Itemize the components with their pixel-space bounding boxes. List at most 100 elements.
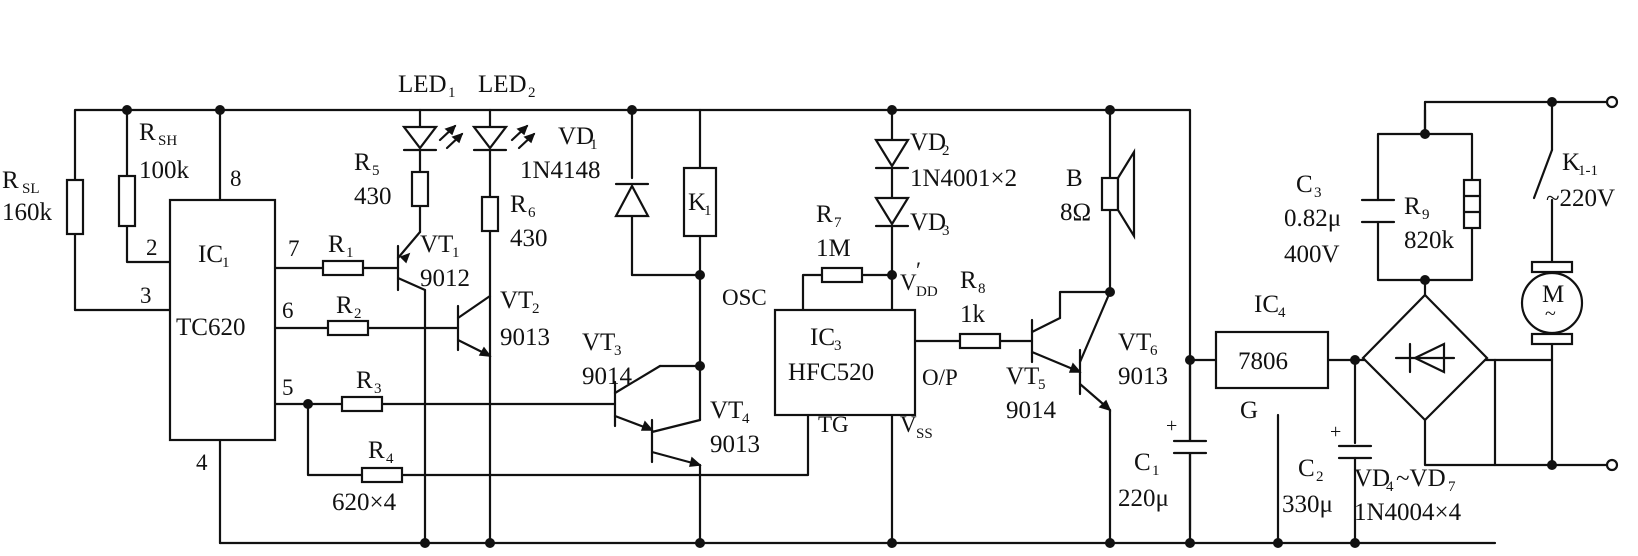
svg-text:HFC520: HFC520 (788, 359, 874, 386)
switch-k1-1: K 1-1 ~220V (1532, 95, 1619, 472)
led1: LED 1 (398, 71, 464, 152)
svg-text:820k: 820k (1404, 227, 1455, 254)
svg-text:7: 7 (288, 236, 300, 261)
svg-text:C: C (1298, 455, 1315, 482)
svg-text:220μ: 220μ (1118, 485, 1169, 512)
svg-text:9: 9 (1422, 207, 1430, 223)
svg-text:430: 430 (510, 225, 548, 252)
transistor-vt6: VT 6 9013 (1078, 290, 1168, 412)
capacitor-c3: C 3 0.82μ 400V (1284, 171, 1396, 268)
svg-text:+: + (1166, 415, 1177, 437)
svg-text:1: 1 (222, 255, 230, 271)
svg-text:4: 4 (196, 450, 208, 475)
svg-text:1N4001×2: 1N4001×2 (910, 165, 1017, 192)
svg-text:TC620: TC620 (176, 314, 245, 341)
resistor-r8: R 8 1k (958, 267, 1002, 350)
svg-text:4: 4 (1278, 305, 1286, 321)
svg-text:V: V (900, 270, 917, 295)
ic4-7806: 7806 IC 4 G (1214, 291, 1330, 424)
svg-text:IC: IC (198, 241, 223, 268)
svg-text:SS: SS (916, 426, 933, 442)
svg-text:6: 6 (1150, 343, 1158, 359)
transistor-vt1: VT 1 9012 (396, 230, 470, 292)
svg-text:3: 3 (1314, 185, 1322, 201)
svg-text:+: + (1330, 421, 1341, 443)
svg-text:SL: SL (22, 181, 40, 197)
motor-m: M ~ (1520, 260, 1584, 346)
svg-text:B: B (1066, 165, 1083, 192)
svg-text:330μ: 330μ (1282, 491, 1333, 518)
resistor-r3: R 3 (340, 367, 384, 413)
svg-text:2: 2 (532, 301, 540, 317)
svg-text:9014: 9014 (582, 363, 633, 390)
svg-text:100k: 100k (139, 157, 190, 184)
svg-text:4: 4 (1386, 479, 1394, 495)
svg-text:7: 7 (834, 215, 842, 231)
svg-text:R: R (356, 367, 373, 394)
svg-text:160k: 160k (2, 199, 53, 226)
resistor-r2: R 2 (326, 292, 370, 337)
svg-text:7806: 7806 (1238, 348, 1288, 375)
svg-text:6: 6 (528, 205, 536, 221)
diode-vd2: VD 2 1N4001×2 (874, 129, 1017, 192)
svg-text:VD: VD (558, 123, 594, 150)
svg-text:R: R (139, 119, 156, 146)
svg-text:O/P: O/P (922, 365, 958, 390)
svg-text:1M: 1M (816, 235, 851, 262)
svg-text:9014: 9014 (1006, 397, 1057, 424)
resistor-r9: R 9 820k (1404, 178, 1482, 254)
svg-text:~220V: ~220V (1546, 185, 1615, 212)
svg-text:IC: IC (1254, 291, 1279, 318)
svg-text:K: K (688, 189, 706, 216)
svg-text:TG: TG (818, 412, 849, 437)
svg-text:3: 3 (834, 338, 842, 354)
svg-text:K: K (1562, 149, 1580, 176)
speaker-b: B 8Ω (1060, 148, 1136, 240)
ic3-hfc520: IC 3 HFC520 OSC O/P TG V DD ′ V SS (722, 258, 958, 442)
resistor-rsl: R SL 160k (2, 167, 85, 236)
svg-text:R: R (354, 149, 371, 176)
resistor-r4: R 4 620×4 (332, 437, 404, 516)
ic1-tc620: IC 1 TC620 2 3 4 5 6 7 8 (140, 166, 300, 475)
svg-text:430: 430 (354, 183, 392, 210)
bridge-rectifier: VD 4 ~VD 7 1N4004×4 (1354, 293, 1489, 526)
svg-text:R: R (368, 437, 385, 464)
svg-text:VT: VT (420, 231, 453, 258)
svg-text:1: 1 (452, 245, 460, 261)
resistor-r6: R 6 430 (480, 191, 548, 252)
svg-text:2: 2 (1316, 469, 1324, 485)
capacitor-c1: + C 1 220μ (1118, 358, 1208, 512)
svg-text:620×4: 620×4 (332, 489, 397, 516)
svg-text:2: 2 (354, 306, 362, 322)
svg-text:VD: VD (1354, 465, 1390, 492)
svg-text:4: 4 (386, 451, 394, 467)
svg-text:3: 3 (614, 343, 622, 359)
svg-text:VD: VD (910, 129, 946, 156)
svg-text:C: C (1296, 171, 1313, 198)
svg-text:9013: 9013 (1118, 363, 1168, 390)
resistor-r5: R 5 430 (354, 149, 430, 210)
svg-text:1N4148: 1N4148 (520, 157, 601, 184)
svg-text:LED: LED (478, 71, 527, 98)
svg-text:3: 3 (942, 223, 950, 239)
svg-text:3: 3 (374, 381, 382, 397)
led2: LED 2 (471, 71, 536, 152)
svg-text:9013: 9013 (500, 324, 550, 351)
svg-text:5: 5 (282, 375, 294, 400)
svg-text:2: 2 (528, 85, 536, 101)
svg-text:1: 1 (1152, 463, 1160, 479)
svg-text:R: R (328, 231, 345, 258)
svg-text:VT: VT (1118, 329, 1151, 356)
svg-text:VT: VT (500, 287, 533, 314)
junction-dots (122, 97, 1557, 548)
svg-text:DD: DD (916, 284, 938, 300)
svg-text:R: R (2, 167, 19, 194)
diode-vd1: VD 1 1N4148 (520, 123, 650, 218)
svg-text:1N4004×4: 1N4004×4 (1354, 499, 1462, 526)
svg-text:8: 8 (978, 281, 986, 297)
svg-text:8Ω: 8Ω (1060, 199, 1091, 226)
svg-text:SH: SH (158, 133, 177, 149)
svg-text:6: 6 (282, 298, 294, 323)
svg-text:5: 5 (1038, 377, 1046, 393)
